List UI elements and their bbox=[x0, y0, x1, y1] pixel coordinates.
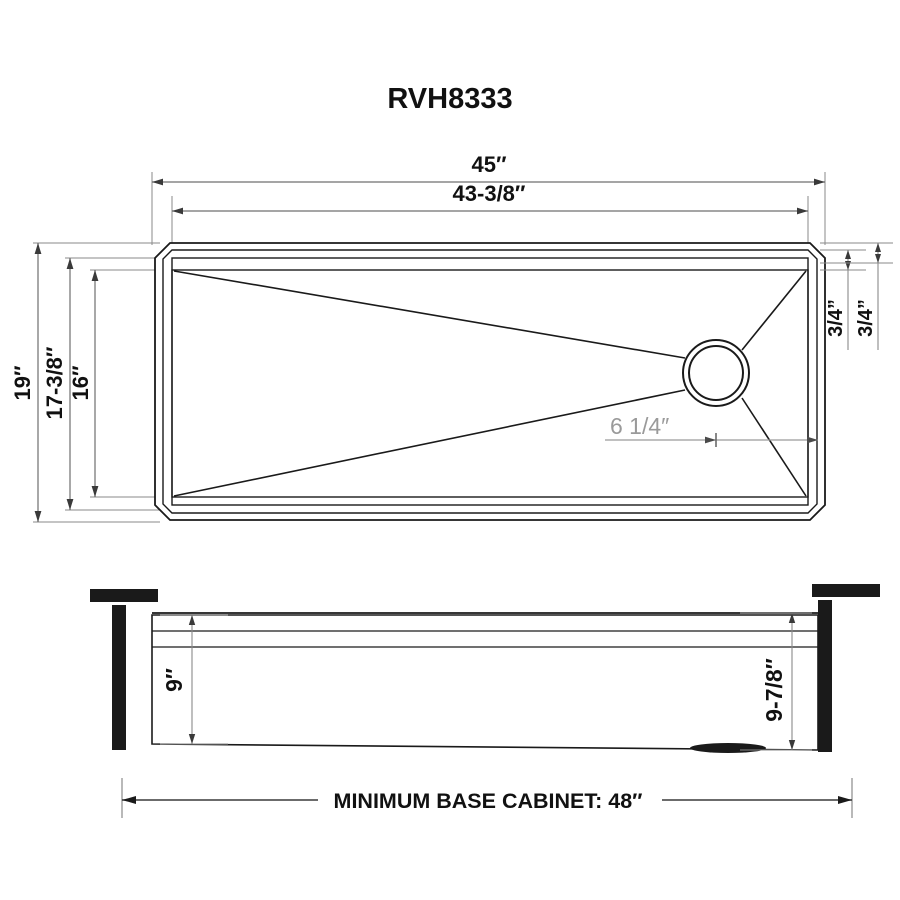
sink-top-view: 45″ 43-3/8″ 19″ bbox=[10, 152, 893, 523]
dim-rim-right-top-label: 3/4” bbox=[825, 299, 847, 337]
dimension-base-cabinet: MINIMUM BASE CABINET: 48″ bbox=[121, 778, 853, 818]
dimension-depth-right: 9-7/8″ bbox=[740, 612, 812, 751]
dimension-overall-depth: 19″ bbox=[10, 242, 160, 523]
dim-overall-depth-label: 19″ bbox=[10, 365, 35, 400]
dimension-depth-left: 9″ bbox=[160, 614, 228, 745]
dimension-overall-width: 45″ bbox=[151, 152, 826, 245]
dim-basin-depth-label: 16″ bbox=[68, 365, 93, 400]
dim-basin-width-label: 43-3/8″ bbox=[453, 181, 526, 206]
countertop-right bbox=[812, 584, 880, 597]
dim-drain-offset-label: 6 1/4″ bbox=[610, 413, 669, 439]
basin-slope-lines bbox=[173, 270, 807, 497]
cabinet-wall-right bbox=[818, 600, 832, 752]
page-title: RVH8333 bbox=[387, 83, 512, 115]
sink-front-view: 9″ 9-7/8″ bbox=[90, 584, 880, 753]
dimension-drain-offset: 6 1/4″ bbox=[605, 413, 818, 447]
drain-opening bbox=[682, 339, 750, 407]
sink-rim-inner-edge bbox=[162, 249, 818, 514]
sink-basin-bottom bbox=[171, 269, 809, 498]
dimension-rim-right-bottom: 3/4” bbox=[820, 242, 893, 350]
base-cabinet-label: MINIMUM BASE CABINET: 48″ bbox=[334, 789, 643, 813]
sink-outer-rim bbox=[154, 242, 826, 521]
dimension-basin-width: 43-3/8″ bbox=[171, 181, 809, 262]
dimension-inner-depth: 17-3/8″ bbox=[42, 257, 170, 511]
dim-depth-left-label: 9″ bbox=[161, 668, 187, 692]
dim-overall-width-label: 45″ bbox=[471, 152, 506, 177]
cabinet-wall-left bbox=[112, 605, 126, 750]
countertop-left bbox=[90, 589, 158, 602]
drain-nub bbox=[690, 743, 766, 753]
dim-depth-right-label: 9-7/8″ bbox=[761, 658, 787, 721]
dim-rim-right-bottom-label: 3/4” bbox=[855, 299, 877, 337]
dim-inner-depth-label: 17-3/8″ bbox=[42, 346, 67, 419]
sink-body-section bbox=[151, 614, 819, 751]
